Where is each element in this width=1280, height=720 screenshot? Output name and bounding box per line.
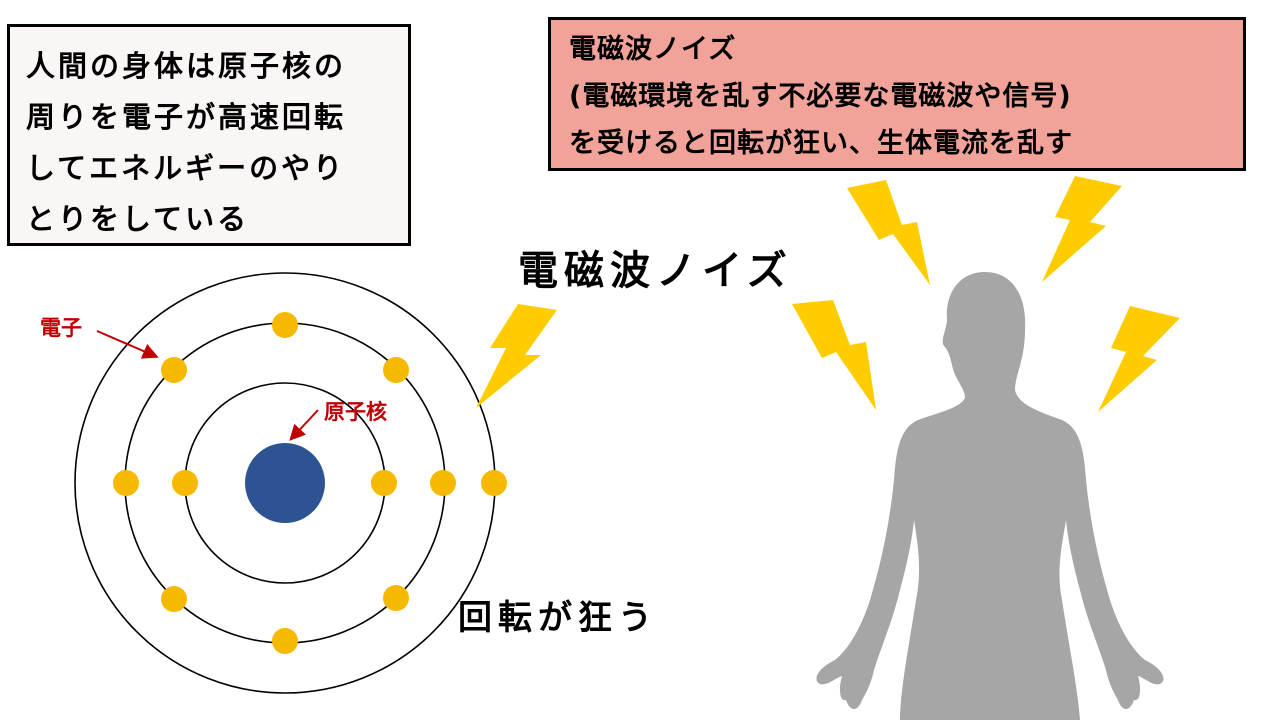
noise-title: 電磁波ノイズ	[518, 248, 793, 294]
electron	[481, 470, 507, 496]
electron	[272, 628, 298, 654]
human-silhouette	[816, 272, 1164, 720]
lightning-icon	[847, 180, 930, 285]
lightning-icon	[1042, 176, 1122, 282]
noise-info-box: 電磁波ノイズ (電磁環境を乱す不必要な電磁波や信号) を受けると回転が狂い、生体…	[548, 17, 1246, 171]
electron	[272, 312, 298, 338]
lightning-icon	[476, 304, 557, 408]
rotation-label: 回転が狂う	[458, 598, 658, 638]
lightning-icon	[792, 300, 876, 410]
electron	[383, 357, 409, 383]
nucleus-label: 原子核	[324, 400, 387, 424]
electron	[430, 470, 456, 496]
lightning-bolts	[476, 176, 1180, 412]
electron	[383, 585, 409, 611]
info-line: 周りを電子が高速回転	[26, 100, 347, 134]
lightning-icon	[1098, 306, 1180, 412]
electron-arrow	[96, 330, 159, 359]
info-line: してエネルギーのやり	[26, 151, 346, 185]
electron	[161, 586, 187, 612]
electron	[371, 470, 397, 496]
electron-label: 電子	[40, 316, 82, 340]
electron	[172, 470, 198, 496]
info-line: とりをしている	[26, 202, 250, 236]
electrons	[113, 312, 507, 654]
electron	[161, 357, 187, 383]
nucleus-arrow	[289, 409, 319, 441]
info-line: 人間の身体は原子核の	[26, 49, 347, 83]
noise-box-line: (電磁環境を乱す不必要な電磁波や信号)	[569, 81, 1072, 112]
nucleus	[245, 443, 325, 523]
noise-box-line: 電磁波ノイズ	[569, 34, 737, 65]
info-box: 人間の身体は原子核の 周りを電子が高速回転 してエネルギーのやり とりをしている	[7, 24, 411, 246]
noise-box-line: を受けると回転が狂い、生体電流を乱す	[569, 128, 1073, 159]
electron	[113, 470, 139, 496]
